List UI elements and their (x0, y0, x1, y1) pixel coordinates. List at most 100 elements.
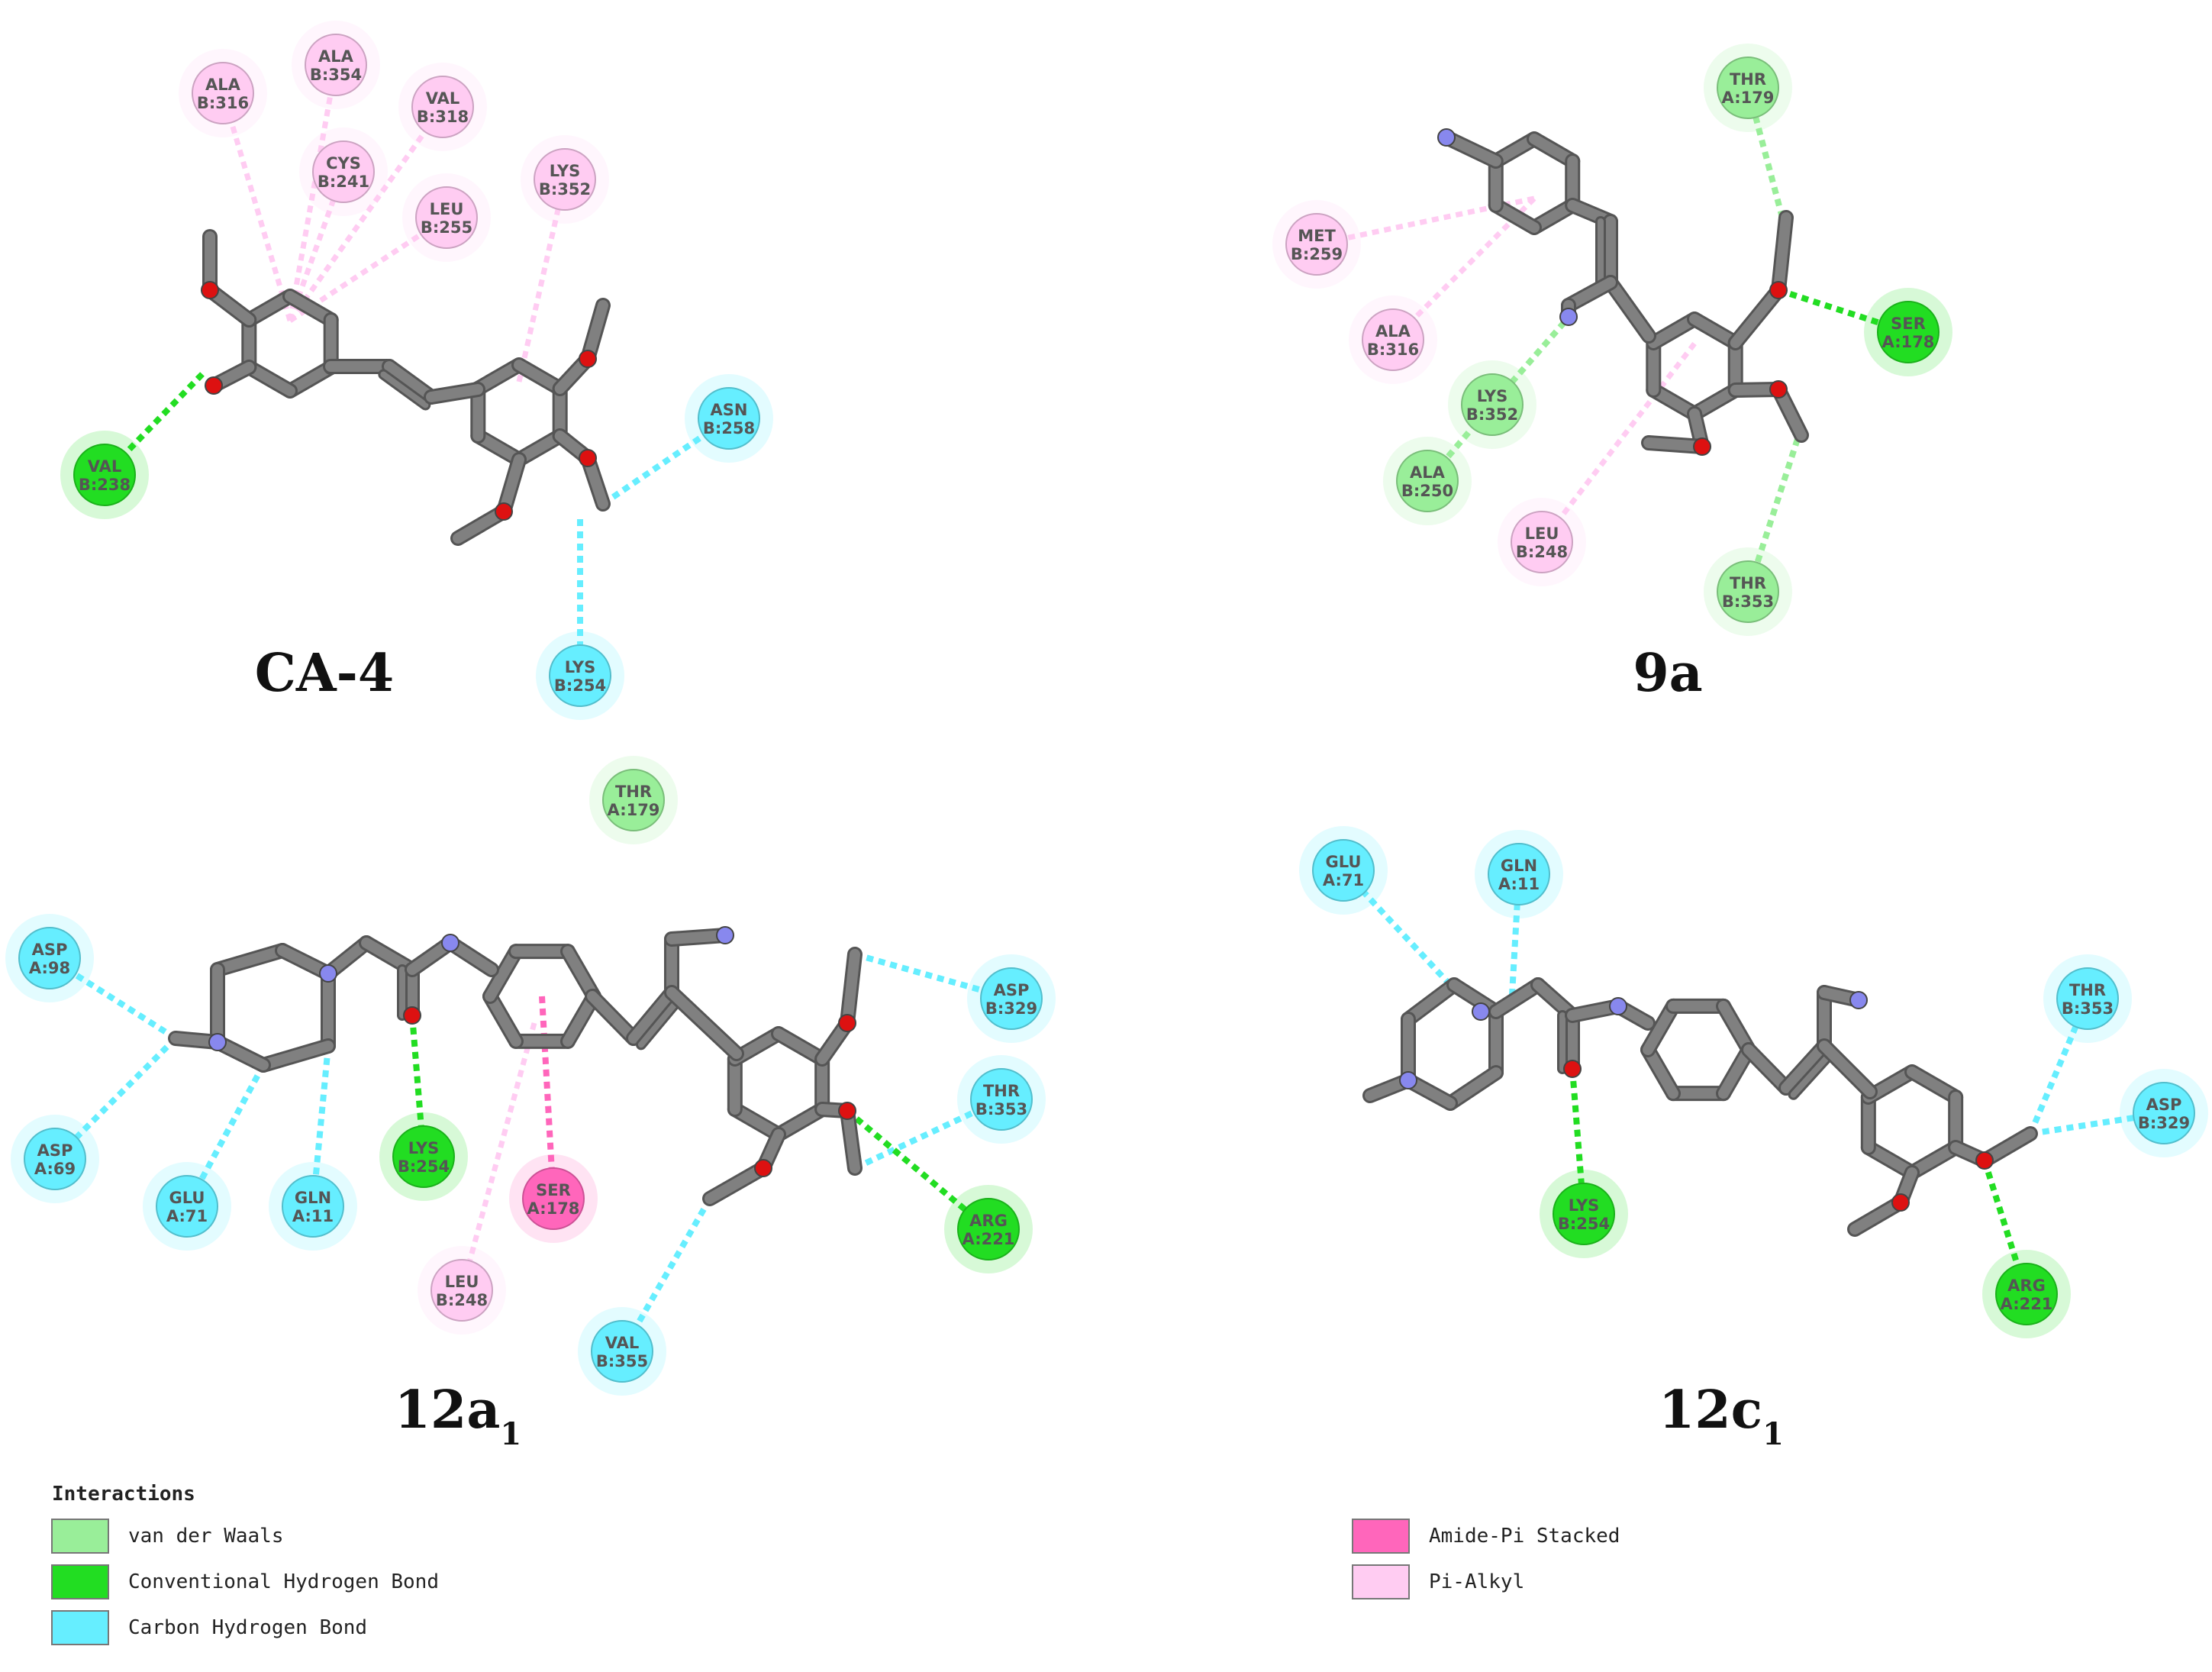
residue-12a1-gln-a11-disc (282, 1175, 344, 1238)
residue-12c1-thr-b353-disc (2056, 967, 2119, 1030)
residue-9a-ala-b250-name: ALA (1410, 463, 1446, 482)
ca4-interaction-0 (287, 64, 339, 321)
residue-12a1-leu-b248-disc (430, 1259, 493, 1322)
p12a-bridge-3 (666, 987, 742, 1059)
p12a-ome-2b (842, 1106, 860, 1173)
p12c-bridge-2 (1781, 1041, 1830, 1093)
legend-label-conventional-hbond: Conventional Hydrogen Bond (128, 1570, 439, 1593)
ca4-ring-a-3 (243, 291, 295, 325)
residue-ca4-ala-b316-disc (192, 62, 254, 124)
residue-ca4-val-b318-id: B:318 (417, 108, 469, 126)
panel-label-12a1: 12a1 (395, 1380, 522, 1452)
residue-12c1-glu-a71-disc (1312, 839, 1375, 902)
panel-label-12a1-subscript: 1 (500, 1416, 521, 1452)
residue-12c1-asp-b329-name: ASP (2146, 1096, 2182, 1114)
residue-12a1-asp-a98-id: A:98 (29, 959, 70, 977)
ca4-oxygen-3 (579, 350, 597, 368)
residue-9a-thr-b353-disc (1717, 560, 1779, 623)
p12a-nitrogen-1 (319, 964, 337, 983)
p9a-nitrogen-cn (1559, 308, 1578, 326)
p12a-oxygen-3 (754, 1159, 772, 1177)
p9a-interaction-6 (1540, 341, 1697, 544)
residue-12a1-asp-a69-id: A:69 (34, 1160, 76, 1178)
p12a-ring-a-2 (485, 946, 521, 1002)
residue-ca4-val-b238-name: VAL (88, 457, 121, 476)
p12a-interaction-5 (184, 1064, 266, 1208)
ca4-ring-b-4 (514, 360, 566, 394)
p9a-bridge-3 (1605, 277, 1654, 341)
residue-9a-ser-a178-disc (1877, 301, 1940, 363)
p12a-nitrogen-amide (441, 934, 459, 952)
p12c-ring-a-close (1718, 1044, 1754, 1099)
residue-ca4-cys-b241-disc (312, 140, 375, 203)
p12c-ring-b-1 (1862, 1142, 1917, 1178)
residue-ca4-ala-b354-id: B:354 (310, 66, 362, 84)
residue-ca4-ala-b354-name: ALA (318, 47, 354, 66)
molecule-atoms (201, 128, 1994, 1212)
ca4-ring-a-0 (285, 362, 337, 396)
residue-12a1-glu-a71-name: GLU (169, 1189, 205, 1207)
p12a-ome-1b (842, 949, 860, 1028)
legend-swatch-pi-alkyl (1352, 1564, 1410, 1599)
residue-12c1-asp-b329-disc (2133, 1082, 2195, 1144)
ca4-ome-2b (582, 300, 608, 364)
residue-9a-ala-b250-id: B:250 (1401, 482, 1453, 500)
residue-ca4-lys-b254-disc (549, 644, 611, 707)
residue-12a1-ser-a178-id: A:178 (527, 1199, 580, 1218)
residue-12a1-val-b355-id: B:355 (596, 1352, 648, 1370)
p9a-oxygen-3 (1693, 437, 1711, 456)
p12c-ring-a-2 (1643, 1000, 1678, 1055)
residue-12c1-lys-b254-id: B:254 (1558, 1215, 1610, 1233)
residue-9a-ala-b316-disc (1362, 308, 1424, 371)
residue-ca4-asn-b258-id: B:258 (703, 419, 755, 437)
residue-9a-ala-b316-name: ALA (1375, 322, 1411, 341)
residue-12a1-asp-a98-name: ASP (32, 941, 68, 959)
panel-label-12a1-main: 12a (395, 1380, 501, 1441)
residue-12a1-asp-a69-name: ASP (37, 1141, 73, 1160)
residue-ca4-lys-b352-disc (534, 148, 596, 211)
residue-ca4-val-b318-name: VAL (426, 89, 459, 108)
ca4-oxygen-2 (205, 376, 223, 395)
residue-ca4-lys-b352-name: LYS (550, 162, 580, 180)
panel-label-9a: 9a (1633, 643, 1702, 704)
p9a-ome-1b (1773, 212, 1791, 295)
residue-ca4-ala-b316-name: ALA (205, 76, 241, 94)
p12c-oxygen-carbonyl (1563, 1060, 1582, 1078)
legend-swatch-amide-pi (1352, 1519, 1410, 1554)
residue-12c1-gln-a11-name: GLN (1501, 857, 1537, 875)
residue-ca4-val-b318-disc (411, 76, 474, 138)
residue-12c1-lys-b254-disc (1553, 1183, 1615, 1245)
p12c-bridge-1 (1743, 1044, 1791, 1093)
ca4-oxygen-1 (201, 281, 219, 299)
residue-12a1-asp-b329-disc (980, 967, 1043, 1030)
p12c-ring-a-4 (1718, 1000, 1754, 1055)
residue-ca4-leu-b255-disc (415, 186, 478, 249)
p12c-interaction-0 (1341, 868, 1453, 987)
residue-12c1-thr-b353-name: THR (2069, 981, 2106, 999)
residue-12a1-leu-b248-id: B:248 (436, 1291, 488, 1309)
residue-9a-leu-b248-id: B:248 (1516, 543, 1568, 561)
residue-9a-leu-b248-disc (1511, 511, 1573, 573)
residue-12a1-asp-b329-name: ASP (994, 981, 1030, 999)
residue-12c1-gln-a11-id: A:11 (1498, 875, 1540, 893)
p12a-interaction-10 (459, 1022, 537, 1291)
p9a-cn-1 (1563, 277, 1616, 311)
residue-12a1-lys-b254-disc (392, 1125, 455, 1188)
ca4-ring-a-4 (285, 291, 337, 325)
p12a-oxygen-2 (838, 1102, 856, 1120)
p12a-nitrogen-cn (716, 926, 734, 944)
p9a-interaction-7 (1745, 437, 1801, 593)
p12c-nitrogen-amide (1609, 997, 1627, 1015)
p12a-bridge-2 (628, 987, 677, 1044)
ca4-ring-b-0 (514, 431, 566, 465)
residue-12a1-thr-b353-name: THR (983, 1082, 1020, 1100)
p9a-interaction-3 (1391, 196, 1536, 342)
panel-label-12c1-main: 12c (1659, 1380, 1762, 1441)
p9a-nitrogen-amine (1437, 128, 1456, 147)
residue-9a-ala-b316-id: B:316 (1367, 341, 1419, 359)
p12a-piperazine-3 (258, 1041, 334, 1070)
residue-12a1-ser-a178-name: SER (536, 1181, 571, 1199)
p9a-ring-b-1 (1648, 385, 1700, 419)
residue-12a1-ser-a178-disc (522, 1167, 585, 1230)
